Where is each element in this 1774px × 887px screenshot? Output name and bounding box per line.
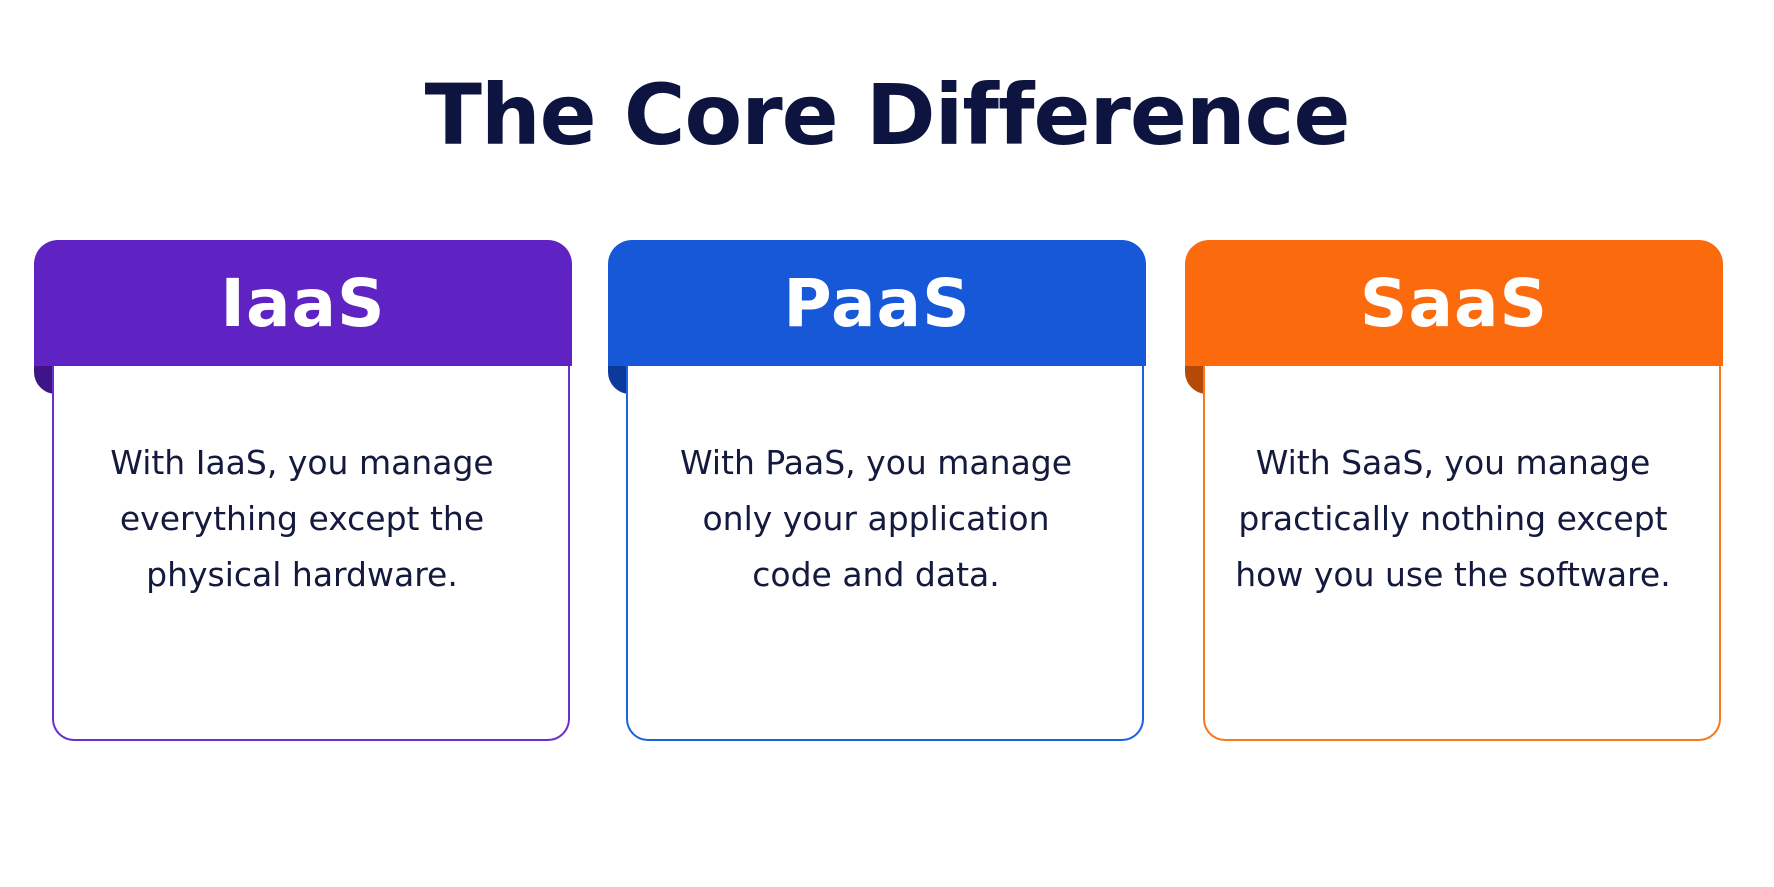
card-description-line: how you use the software. <box>1235 555 1671 594</box>
card-heading: IaaS <box>220 264 386 342</box>
card-description: With IaaS, you manage everything except … <box>54 435 550 603</box>
card-description: With PaaS, you manage only your applicat… <box>628 435 1124 603</box>
iaas-card: IaaS With IaaS, you manage everything ex… <box>34 240 572 743</box>
card-heading: PaaS <box>783 264 971 342</box>
card-description-line: With PaaS, you manage <box>679 443 1073 482</box>
card-body <box>1203 365 1721 741</box>
card-body <box>626 365 1144 741</box>
card-description-line: code and data. <box>752 555 1000 594</box>
card-description-line: only your application <box>702 499 1050 538</box>
card-description: With SaaS, you manage practically nothin… <box>1205 435 1701 603</box>
paas-card: PaaS With PaaS, you manage only your app… <box>608 240 1146 743</box>
card-description-line: With SaaS, you manage <box>1255 443 1651 482</box>
card-header: SaaS <box>1185 240 1723 366</box>
card-description-line: physical hardware. <box>146 555 458 594</box>
card-body <box>52 365 570 741</box>
card-description-line: With IaaS, you manage <box>110 443 494 482</box>
card-header: PaaS <box>608 240 1146 366</box>
card-heading: SaaS <box>1359 264 1549 342</box>
card-header: IaaS <box>34 240 572 366</box>
card-description-line: everything except the <box>119 499 485 538</box>
card-description-line: practically nothing except <box>1238 499 1668 538</box>
saas-card: SaaS With SaaS, you manage practically n… <box>1185 240 1723 743</box>
page-title: The Core Difference <box>424 66 1351 164</box>
